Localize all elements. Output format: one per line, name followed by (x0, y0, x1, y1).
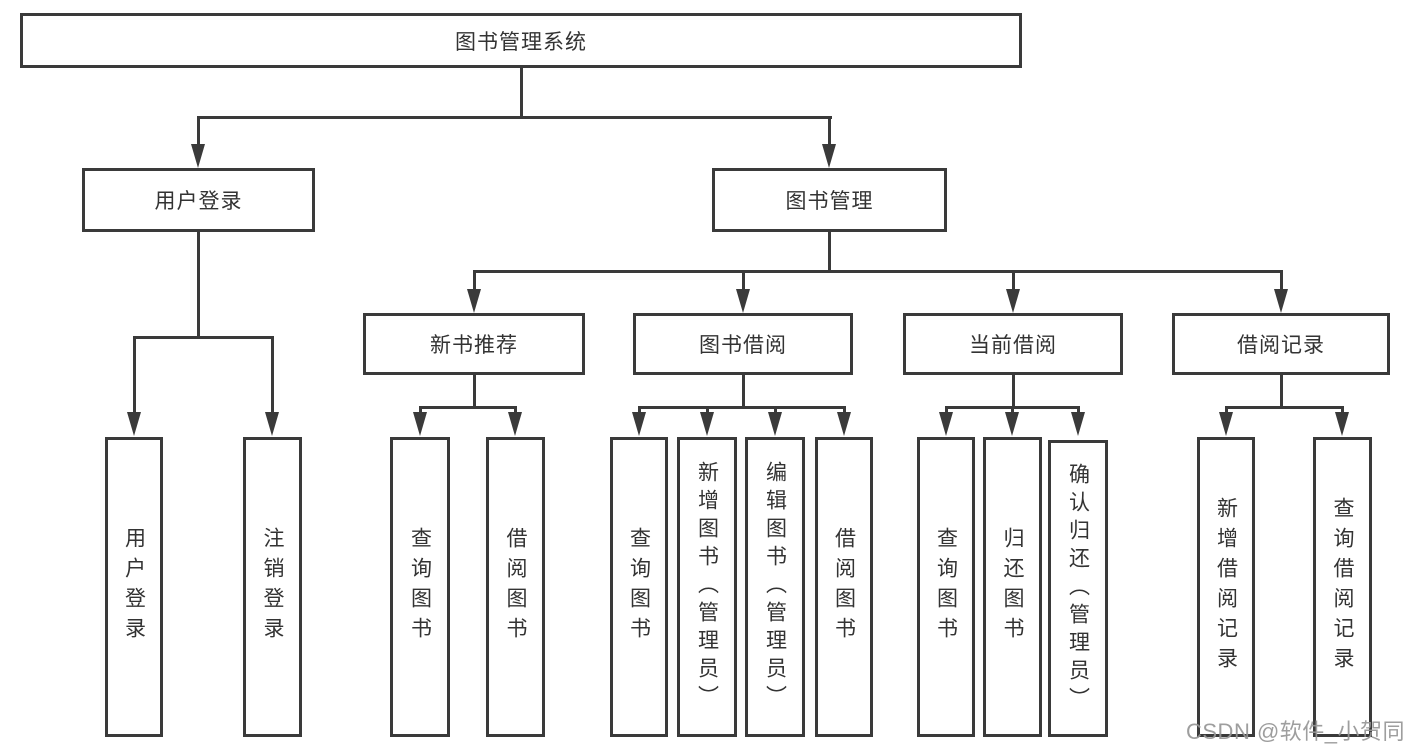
connector-drop-current-borrow (1012, 270, 1015, 290)
arrow-down-icon (837, 412, 851, 436)
leaf-label: 新增图书（管理员） (695, 461, 719, 713)
leaf-add-borrow-record: 新增借阅记录 (1197, 437, 1255, 737)
node-borrowing-records: 借阅记录 (1172, 313, 1390, 375)
connector-drop (1011, 406, 1014, 414)
connector-mgmt-stem (828, 232, 831, 273)
connector-drop (774, 406, 777, 414)
arrow-down-icon (265, 412, 279, 436)
connector-stem (1280, 375, 1283, 409)
connector-drop (1341, 406, 1344, 414)
arrow-down-icon (736, 289, 750, 313)
csdn-watermark: CSDN @软件_小贺同学 (1186, 719, 1405, 744)
connector-stem (473, 375, 476, 409)
leaf-label: 查询借阅记录 (1331, 497, 1354, 677)
leaf-label: 新增借阅记录 (1214, 497, 1238, 677)
node-label: 新书推荐 (430, 334, 518, 357)
connector-drop-user-login (197, 116, 200, 146)
connector-rail (419, 406, 517, 409)
connector-drop (1077, 406, 1080, 414)
connector-drop (419, 406, 422, 414)
leaf-label: 归还图书 (1001, 527, 1024, 647)
node-new-book-recommend: 新书推荐 (363, 313, 585, 375)
arrow-down-icon (1071, 412, 1085, 436)
arrow-down-icon (1274, 289, 1288, 313)
node-label: 当前借阅 (969, 334, 1057, 357)
connector-mgmt-rail (473, 270, 1283, 273)
connector-drop-book-borrow (742, 270, 745, 290)
leaf-label: 用户登录 (122, 527, 146, 647)
leaf-label: 编辑图书（管理员） (763, 461, 787, 713)
leaf-label: 借阅图书 (504, 527, 527, 647)
connector-root-rail (197, 116, 832, 119)
node-book-management: 图书管理 (712, 168, 947, 232)
connector-drop-login-leaf2 (271, 336, 274, 414)
leaf-label: 注销登录 (261, 527, 284, 647)
arrow-down-icon (467, 289, 481, 313)
leaf-user-login: 用户登录 (105, 437, 163, 737)
connector-login-rail (133, 336, 274, 339)
leaf-return-books: 归还图书 (983, 437, 1042, 737)
arrow-down-icon (700, 412, 714, 436)
connector-stem (1012, 375, 1015, 409)
leaf-add-books-admin: 新增图书（管理员） (677, 437, 737, 737)
leaf-borrow-books: 借阅图书 (486, 437, 545, 737)
connector-drop-borrow-records (1280, 270, 1283, 290)
connector-root-stem (520, 68, 523, 119)
leaf-query-borrow-record: 查询借阅记录 (1313, 437, 1372, 737)
node-label: 图书借阅 (699, 334, 787, 357)
connector-drop-login-leaf1 (133, 336, 136, 414)
node-root-label: 图书管理系统 (455, 30, 587, 54)
connector-drop (843, 406, 846, 414)
arrow-down-icon (1219, 412, 1233, 436)
arrow-down-icon (768, 412, 782, 436)
connector-drop (706, 406, 709, 414)
arrow-down-icon (1335, 412, 1349, 436)
connector-drop (945, 406, 948, 414)
leaf-confirm-return-admin: 确认归还（管理员） (1048, 440, 1108, 737)
arrow-down-icon (413, 412, 427, 436)
leaf-label: 借阅图书 (832, 527, 856, 647)
leaf-label: 查询图书 (408, 527, 432, 647)
connector-drop-new-books (473, 270, 476, 290)
arrow-down-icon (822, 144, 836, 168)
leaf-query-books: 查询图书 (390, 437, 450, 737)
node-label: 用户登录 (154, 190, 243, 213)
connector-rail (638, 406, 846, 409)
leaf-logout: 注销登录 (243, 437, 302, 737)
leaf-label: 查询图书 (934, 527, 958, 647)
leaf-borrow-books: 借阅图书 (815, 437, 873, 737)
node-book-borrowing: 图书借阅 (633, 313, 853, 375)
arrow-down-icon (939, 412, 953, 436)
connector-drop (638, 406, 641, 414)
node-label: 借阅记录 (1237, 334, 1325, 357)
arrow-down-icon (191, 144, 205, 168)
leaf-label: 确认归还（管理员） (1066, 462, 1090, 715)
arrow-down-icon (632, 412, 646, 436)
leaf-query-books: 查询图书 (610, 437, 668, 737)
arrow-down-icon (508, 412, 522, 436)
connector-drop (514, 406, 517, 414)
connector-drop-book-mgmt (828, 116, 831, 146)
leaf-label: 查询图书 (627, 527, 651, 647)
arrow-down-icon (127, 412, 141, 436)
node-root: 图书管理系统 (20, 13, 1022, 68)
node-label: 图书管理 (785, 190, 874, 213)
leaf-query-books: 查询图书 (917, 437, 975, 737)
leaf-edit-books-admin: 编辑图书（管理员） (745, 437, 805, 737)
connector-rail (1225, 406, 1344, 409)
node-current-borrowing: 当前借阅 (903, 313, 1123, 375)
connector-stem (742, 375, 745, 409)
connector-drop (1225, 406, 1228, 414)
node-user-login: 用户登录 (82, 168, 315, 232)
arrow-down-icon (1006, 289, 1020, 313)
connector-login-stem (197, 232, 200, 339)
arrow-down-icon (1005, 412, 1019, 436)
